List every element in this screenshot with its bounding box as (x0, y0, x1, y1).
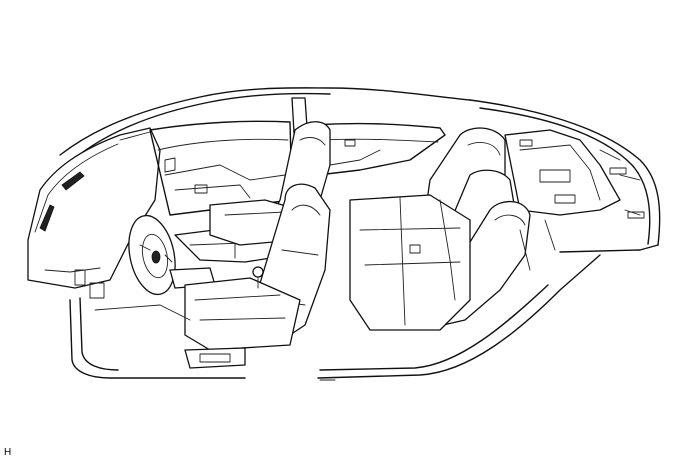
dashboard (27, 127, 161, 299)
floor-details (94, 304, 336, 381)
steering-wheel (128, 214, 176, 296)
seat-belts (439, 199, 556, 301)
shift-lever (252, 266, 264, 289)
rear-bench-seat (349, 127, 531, 331)
figure-code: H (4, 447, 12, 458)
front-door (149, 120, 293, 216)
front-seat-passenger (184, 183, 331, 369)
rear-door (311, 122, 446, 176)
rear-parcel-shelf (504, 129, 645, 219)
body-outline (59, 87, 661, 379)
